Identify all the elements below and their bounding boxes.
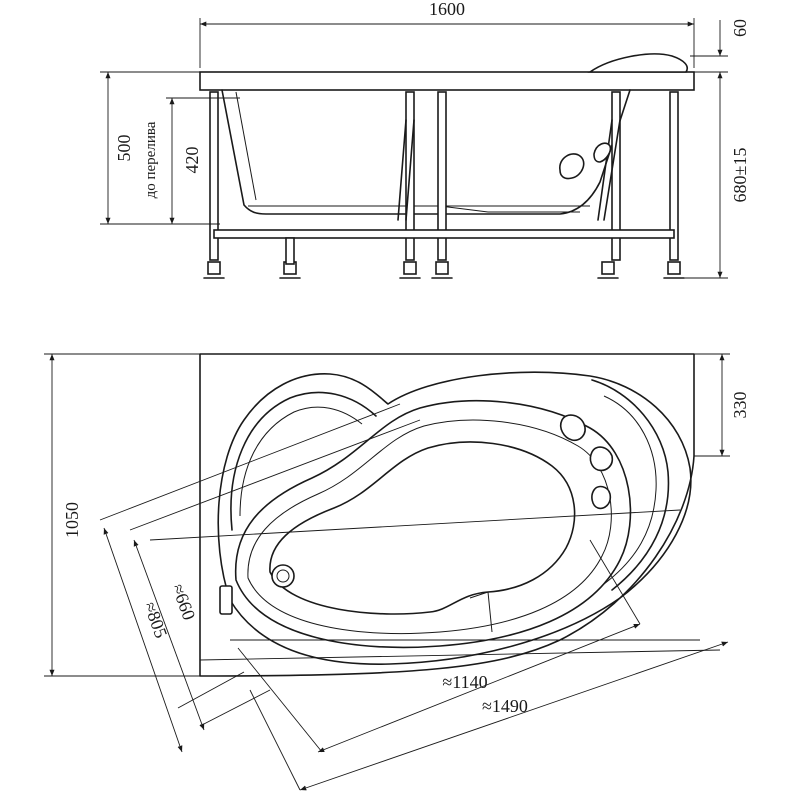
jet-side-2 [593,142,612,163]
headrest [587,53,688,73]
top-view [44,353,730,791]
dim-inner-length: ≈1140 [442,672,487,692]
left-lobe [230,391,377,531]
dim-overflow-depth: 420 [182,147,202,174]
dim-outer-length: ≈1490 [482,696,528,716]
seat-step [469,591,493,633]
dim-total-width: 1050 [62,502,82,538]
jet-top-2 [589,446,614,472]
headrest-arc [591,379,670,591]
frame-crossbar [213,229,675,239]
dim-overflow-note: до перелива [143,121,159,198]
dim-depth: 500 [114,135,134,162]
rim-edge [217,371,692,665]
frame-legs [209,91,679,261]
dim-total-height: 680±15 [730,148,750,203]
tub-step [439,205,580,213]
jet-top-3 [591,485,612,510]
overflow [219,585,233,615]
rim [199,71,695,91]
left-lobe-inner [239,406,363,517]
drain-inner [276,569,290,583]
dim-inner-width-1: ≈805 [140,599,171,641]
jet-side-1 [559,153,585,180]
tub-body-inner [235,91,257,201]
jet-top-1 [559,414,586,442]
drain [271,564,295,588]
headrest-arc-2 [603,395,657,585]
inner-bowl-2 [247,419,612,635]
dim-rim-height: 60 [730,19,750,37]
dim-corner-offset: 330 [730,392,750,419]
dim-inner-width-2: ≈660 [168,581,199,623]
tub-body [221,89,631,215]
dim-total-length: 1600 [429,0,465,19]
side-view [100,18,728,279]
frame-feet [203,237,685,279]
basin-floor [269,441,576,615]
